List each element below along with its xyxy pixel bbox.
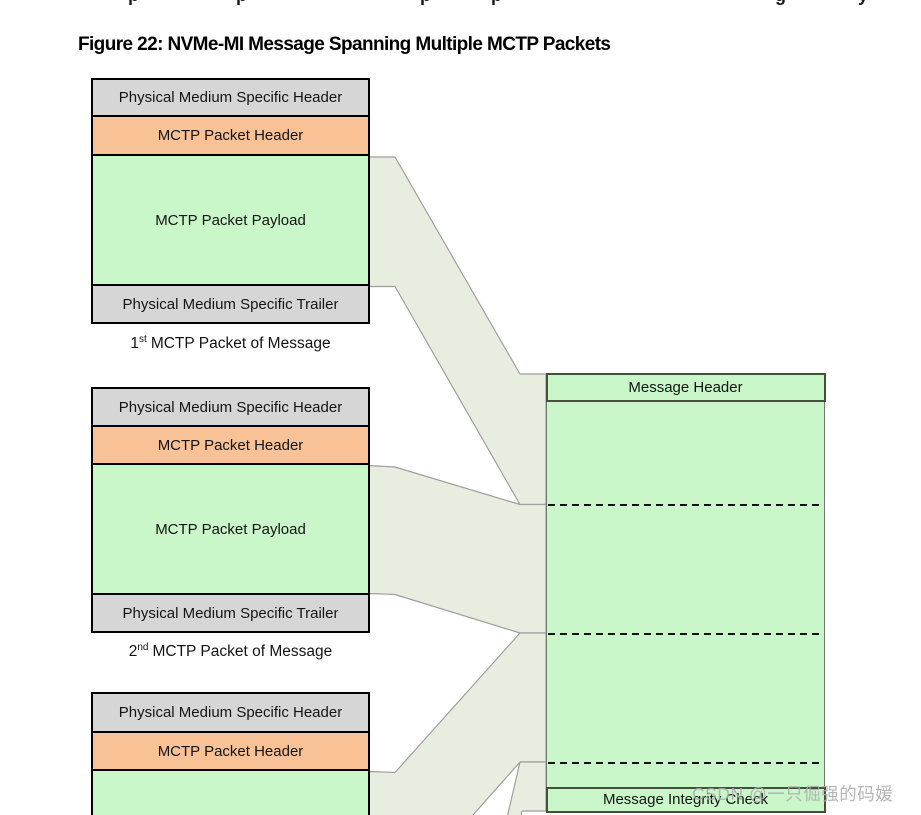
message-header-row: Message Header [545, 372, 826, 402]
message-segment-divider-3 [548, 761, 823, 764]
connector-band-1 [368, 156, 547, 506]
mctp-header-row: MCTP Packet Header [93, 117, 368, 156]
pms-header-row: Physical Medium Specific Header [93, 389, 368, 427]
message-header-label: Message Header [628, 378, 743, 396]
clipped-glyph: p [128, 0, 139, 6]
caption-text: MCTP Packet of Message [150, 335, 331, 352]
mctp-header-label: MCTP Packet Header [157, 436, 304, 454]
message-segment-divider-2 [548, 632, 823, 635]
mctp-payload-label: MCTP Packet Payload [155, 520, 306, 538]
pms-trailer-label: Physical Medium Specific Trailer [122, 295, 339, 313]
pms-header-row: Physical Medium Specific Header [93, 80, 368, 117]
mctp-header-row: MCTP Packet Header [93, 733, 368, 771]
message-segment-divider-1 [548, 504, 823, 506]
mctp-payload-row [93, 771, 368, 815]
caption-ordinal-suffix: nd [137, 641, 149, 653]
mctp-packet-2: Physical Medium Specific Header MCTP Pac… [91, 387, 370, 633]
mctp-payload-label: MCTP Packet Payload [155, 211, 306, 229]
message-integrity-check-label: Message Integrity Check [602, 791, 769, 808]
figure-title: Figure 22: NVMe-MI Message Spanning Mult… [78, 34, 611, 55]
caption-text: MCTP Packet of Message [152, 643, 333, 660]
mctp-packet-1: Physical Medium Specific Header MCTP Pac… [91, 78, 370, 324]
pms-trailer-row: Physical Medium Specific Trailer [93, 595, 368, 631]
nvme-mi-message-box: Message Header Message Integrity Check [545, 372, 826, 813]
message-integrity-check-row: Message Integrity Check [545, 786, 826, 813]
pms-trailer-row: Physical Medium Specific Trailer [93, 286, 368, 322]
mctp-header-row: MCTP Packet Header [93, 427, 368, 465]
clipped-glyph: p [491, 0, 502, 6]
mctp-payload-row: MCTP Packet Payload [93, 156, 368, 286]
clipped-glyph: p [420, 0, 431, 6]
mctp-header-label: MCTP Packet Header [157, 127, 304, 144]
mctp-payload-row: MCTP Packet Payload [93, 465, 368, 595]
pms-header-row: Physical Medium Specific Header [93, 694, 368, 733]
caption-ordinal: 2 [128, 643, 138, 660]
mctp-packet-3: Physical Medium Specific Header MCTP Pac… [91, 692, 370, 815]
clipped-glyph: y [858, 0, 868, 6]
clipped-text-line: p p p p g y [0, 0, 921, 7]
caption-ordinal: 1 [130, 335, 140, 352]
csdn-watermark: CSDN @一只倔强的码媛 [692, 784, 894, 804]
clipped-glyph: g [775, 0, 786, 6]
clipped-glyph: p [236, 0, 247, 6]
mctp-header-label: MCTP Packet Header [157, 742, 304, 760]
pms-trailer-label: Physical Medium Specific Trailer [122, 604, 339, 622]
pms-header-label: Physical Medium Specific Header [118, 398, 343, 416]
pms-header-label: Physical Medium Specific Header [118, 704, 343, 721]
caption-ordinal-suffix: st [139, 333, 147, 345]
pms-header-label: Physical Medium Specific Header [118, 89, 343, 106]
